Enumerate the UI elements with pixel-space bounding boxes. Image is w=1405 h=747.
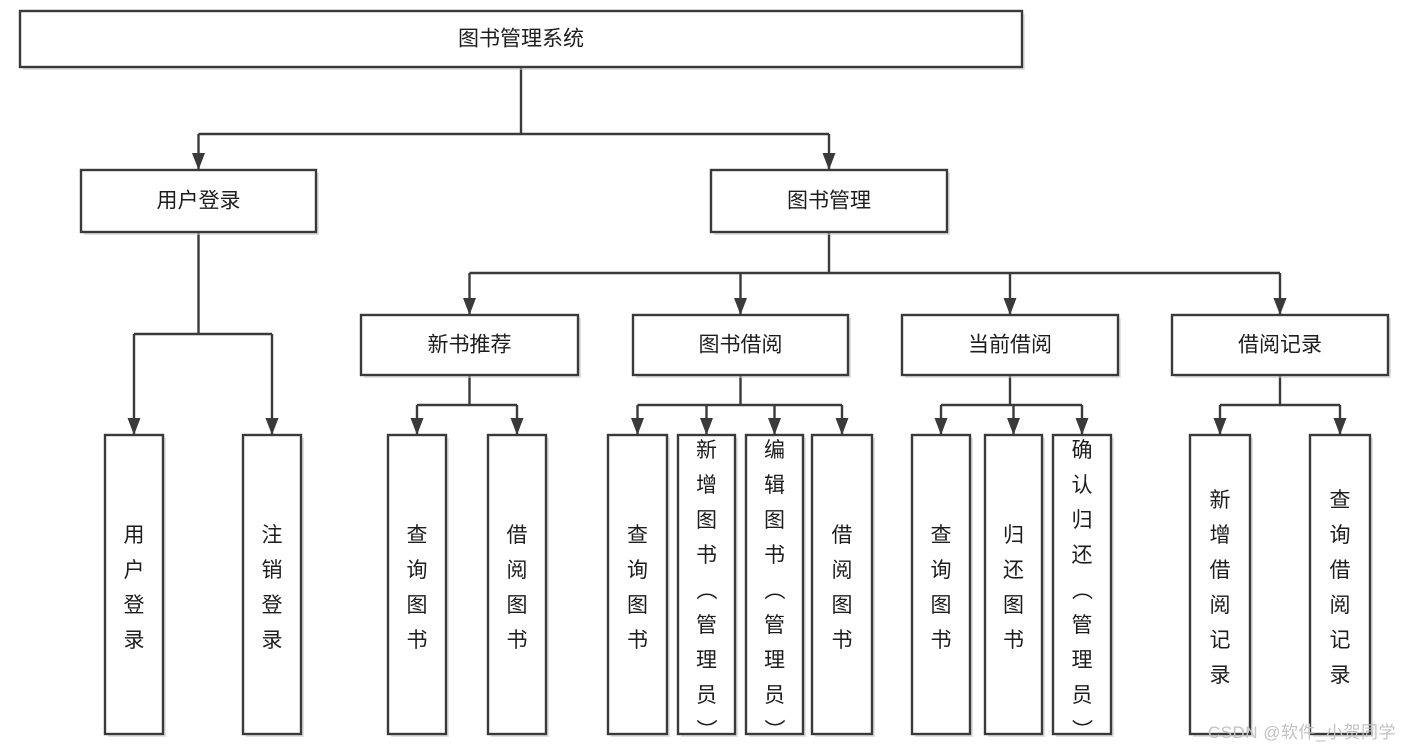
connector-group-new_book_rec [410,375,524,435]
node-book-borrow[interactable]: 图书借阅 [631,313,851,378]
node-leaf-query-book-1[interactable]: 查询图书 [386,433,449,737]
node-leaf-add-book[interactable]: 新增图书（管理员） [676,433,738,742]
node-leaf-query-book-2[interactable]: 查询图书 [606,433,670,737]
node-current-borrow[interactable]: 当前借阅 [900,313,1121,378]
node-layer: 图书管理系统用户登录图书管理新书推荐图书借阅当前借阅借阅记录用户登录注销登录查询… [18,9,1391,742]
connector-group-book_manage [463,232,1287,315]
node-leaf-query-record[interactable]: 查询借阅记录 [1308,433,1373,737]
node-leaf-edit-book[interactable]: 编辑图书（管理员） [744,433,806,742]
node-label: 图书借阅 [699,334,783,357]
node-label: 归还图书 [1003,524,1024,652]
node-book-manage[interactable]: 图书管理 [709,168,950,235]
node-label: 用户登录 [124,524,145,652]
node-label: 查询图书 [627,524,648,652]
node-label: 注销登录 [262,524,283,652]
node-label: 用户登录 [157,190,241,213]
node-borrow-record[interactable]: 借阅记录 [1170,313,1391,378]
node-label: 当前借阅 [968,334,1052,357]
node-leaf-return-book[interactable]: 归还图书 [983,433,1045,737]
node-label: 查询借阅记录 [1330,489,1351,687]
node-label: 借阅记录 [1238,334,1322,357]
node-root[interactable]: 图书管理系统 [18,9,1025,70]
node-label: 编辑图书（管理员） [764,439,786,742]
connector-group-book_borrow [631,375,849,435]
node-label: 借阅图书 [832,524,853,652]
node-label: 图书管理系统 [458,28,584,51]
node-label: 新增借阅记录 [1210,489,1231,687]
connector-group-borrow_record [1213,375,1347,435]
node-label: 借阅图书 [507,524,528,652]
node-label: 新增图书（管理员） [696,439,718,742]
node-label: 查询图书 [407,524,428,652]
node-leaf-logout[interactable]: 注销登录 [241,433,304,737]
node-leaf-add-record[interactable]: 新增借阅记录 [1188,433,1253,737]
node-leaf-borrow-book-2[interactable]: 借阅图书 [810,433,875,737]
node-user-login[interactable]: 用户登录 [79,168,319,235]
node-leaf-user-login[interactable]: 用户登录 [103,433,166,737]
connector-group-root [192,67,836,170]
csdn-watermark: CSDN @软件_小贺同学 [1207,723,1396,742]
node-label: 确认归还（管理员） [1072,439,1094,742]
node-leaf-query-book-3[interactable]: 查询图书 [910,433,973,737]
node-new-book-rec[interactable]: 新书推荐 [359,313,581,378]
connector-layer [127,67,1347,435]
connector-group-user_login [127,232,279,435]
node-label: 查询图书 [931,524,952,652]
node-label: 图书管理 [787,190,871,213]
node-leaf-confirm-return[interactable]: 确认归还（管理员） [1051,433,1114,742]
node-label: 新书推荐 [428,334,512,357]
node-leaf-borrow-book-1[interactable]: 借阅图书 [486,433,549,737]
connector-group-current_borrow [934,375,1089,435]
